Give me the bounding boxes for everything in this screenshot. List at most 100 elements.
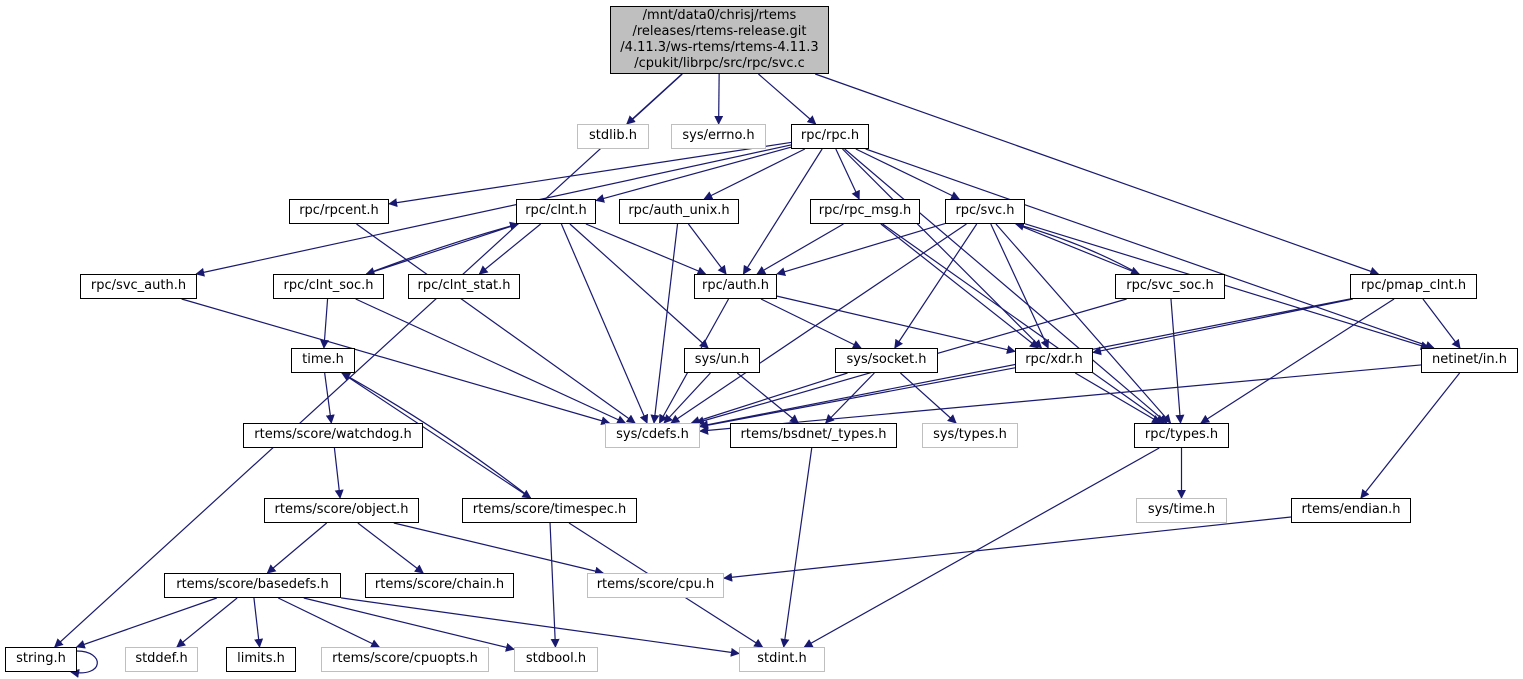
node-rpc_rpc_h[interactable]: rpc/rpc.h: [791, 124, 869, 149]
edge-rpc_rpc_h-to-rpc_svc_auth_h: [195, 144, 792, 277]
node-rpc_types_h[interactable]: rpc/types.h: [1134, 423, 1229, 448]
node-rpc_pmap_clnt_h[interactable]: rpc/pmap_clnt.h: [1350, 274, 1477, 299]
edge-rpc_xdr_h-to-sys_cdefs_h: [699, 367, 1016, 430]
node-rpc_clnt_h[interactable]: rpc/clnt.h: [516, 199, 596, 224]
node-rpc_rpcent_h[interactable]: rpc/rpcent.h: [289, 199, 389, 224]
edge-rpc_rpc_h-to-rpc_clnt_h: [595, 146, 792, 203]
node-rpc_clnt_soc_h[interactable]: rpc/clnt_soc.h: [273, 274, 384, 299]
node-sys_types_h[interactable]: sys/types.h: [922, 423, 1018, 448]
node-rtems_score_watchdog_h[interactable]: rtems/score/watchdog.h: [243, 423, 423, 448]
edge-rtems_score_object_h-to-rtems_score_cpu_h: [393, 522, 605, 576]
edge-rpc_clnt_h-to-sys_un_h: [569, 223, 709, 349]
edge-rtems_score_basedefs_h-to-stdbool_h: [303, 597, 515, 652]
edge-rpc_rpc_msg_h-to-rpc_xdr_h: [880, 223, 1039, 349]
edge-rpc_rpc_msg_h-to-rpc_auth_h: [756, 223, 844, 275]
node-sys_errno_h[interactable]: sys/errno.h: [671, 124, 766, 149]
edge-rtems_score_timespec_h-to-stdbool_h: [549, 522, 560, 648]
node-svc_c[interactable]: /mnt/data0/chrisj/rtems /releases/rtems-…: [610, 6, 829, 74]
edge-rpc_rpc_h-to-rpc_auth_h: [742, 148, 823, 275]
node-rpc_xdr_h[interactable]: rpc/xdr.h: [1015, 348, 1093, 373]
node-rtems_score_object_h[interactable]: rtems/score/object.h: [264, 498, 419, 523]
edge-rpc_xdr_h-to-rpc_types_h: [1074, 372, 1162, 424]
edge-rpc_auth_h-to-rpc_xdr_h: [776, 295, 1016, 354]
edge-svc_c-to-sys_errno_h: [714, 73, 724, 125]
edge-rpc_rpc_h-to-rpc_types_h: [844, 148, 1168, 424]
edge-sys_socket_h-to-sys_types_h: [900, 372, 957, 424]
edge-rtems_score_basedefs_h-to-stdint_h: [340, 597, 740, 657]
edge-rtems_score_basedefs_h-to-rtems_score_cpuopts_h: [277, 597, 381, 648]
edge-rpc_svc_h-to-netinet_in_h: [1024, 223, 1430, 350]
edge-rpc_rpcent_h-to-sys_cdefs_h: [356, 223, 636, 424]
node-sys_un_h[interactable]: sys/un.h: [684, 348, 760, 373]
node-netinet_in_h[interactable]: netinet/in.h: [1421, 348, 1518, 373]
node-rpc_clnt_stat_h[interactable]: rpc/clnt_stat.h: [408, 274, 520, 299]
node-stdbool_h[interactable]: stdbool.h: [514, 647, 598, 672]
edge-rpc_svc_h-to-sys_cdefs_h: [670, 223, 967, 424]
node-limits_h[interactable]: limits.h: [226, 647, 296, 672]
root-line: /cpukit/librpc/src/rpc/svc.c: [634, 56, 805, 72]
node-rpc_svc_auth_h[interactable]: rpc/svc_auth.h: [80, 274, 197, 299]
node-sys_time_h[interactable]: sys/time.h: [1136, 498, 1227, 523]
edge-rpc_rpc_msg_h-to-rpc_types_h: [882, 223, 1165, 424]
edge-rpc_rpc_h-to-rpc_svc_h: [855, 148, 960, 200]
node-rtems_score_basedefs_h[interactable]: rtems/score/basedefs.h: [164, 573, 341, 598]
edge-svc_c-to-stdlib_h: [626, 73, 683, 125]
node-stddef_h[interactable]: stddef.h: [125, 647, 198, 672]
node-string_h[interactable]: string.h: [5, 647, 77, 672]
edge-rtems_score_object_h-to-rtems_score_chain_h: [357, 522, 424, 574]
edge-rpc_pmap_clnt_h-to-rpc_xdr_h: [1092, 298, 1353, 356]
node-rtems_score_chain_h[interactable]: rtems/score/chain.h: [365, 573, 514, 598]
edge-rtems_score_watchdog_h-to-rtems_score_object_h: [333, 447, 344, 499]
edge-rpc_clnt_h-to-rpc_auth_h: [585, 223, 707, 276]
node-stdint_h[interactable]: stdint.h: [739, 647, 825, 672]
edge-rpc_svc_soc_h-to-rpc_svc_h: [1014, 221, 1140, 275]
edge-rpc_auth_unix_h-to-sys_cdefs_h: [650, 223, 679, 424]
edge-sys_socket_h-to-sys_cdefs_h: [690, 372, 848, 425]
edge-rpc_clnt_soc_h-to-time_h: [320, 298, 330, 349]
edge-rpc_auth_h-to-sys_socket_h: [760, 298, 862, 349]
edge-rpc_rpc_h-to-rpc_rpcent_h: [388, 141, 792, 208]
edge-rtems_score_timespec_h-to-time_h: [341, 372, 531, 499]
edge-rpc_rpc_h-to-rpc_auth_unix_h: [703, 148, 806, 200]
edge-rpc_svc_h-to-rpc_types_h: [995, 223, 1172, 424]
edge-time_h-to-rtems_score_timespec_h: [341, 372, 532, 499]
node-rtems_bsdnet_types_h[interactable]: rtems/bsdnet/_types.h: [730, 423, 897, 448]
node-rpc_rpc_msg_h[interactable]: rpc/rpc_msg.h: [810, 199, 920, 224]
root-line: /mnt/data0/chrisj/rtems: [642, 7, 797, 23]
edge-rpc_clnt_soc_h-to-sys_cdefs_h: [355, 298, 627, 424]
node-rtems_endian_h[interactable]: rtems/endian.h: [1291, 498, 1411, 523]
node-time_h[interactable]: time.h: [291, 348, 355, 373]
node-rpc_svc_soc_h[interactable]: rpc/svc_soc.h: [1115, 274, 1225, 299]
edge-rpc_svc_soc_h-to-rpc_types_h: [1170, 298, 1185, 424]
edge-rtems_endian_h-to-rtems_score_cpu_h: [723, 516, 1292, 582]
edge-rpc_svc_h-to-rpc_svc_soc_h: [1015, 223, 1141, 276]
edge-rpc_clnt_h-to-sys_cdefs_h: [560, 223, 649, 424]
edge-rpc_pmap_clnt_h-to-netinet_in_h: [1422, 298, 1461, 349]
edge-rtems_score_basedefs_h-to-string_h: [75, 597, 217, 649]
node-rpc_auth_h[interactable]: rpc/auth.h: [694, 274, 777, 299]
root-line: /4.11.3/ws-rtems/rtems-4.11.3: [620, 40, 819, 55]
edge-rpc_types_h-to-stdint_h: [803, 447, 1160, 648]
node-rtems_score_timespec_h[interactable]: rtems/score/timespec.h: [462, 498, 637, 523]
edge-time_h-to-rtems_score_watchdog_h: [324, 372, 335, 424]
edge-rpc_clnt_h-to-rpc_clnt_soc_h: [365, 223, 519, 276]
edge-string_h-to-string_h: [70, 650, 98, 678]
edge-rpc_clnt_h-to-rpc_clnt_stat_h: [478, 223, 542, 275]
edge-netinet_in_h-to-rtems_endian_h: [1360, 372, 1461, 499]
node-rtems_score_cpu_h[interactable]: rtems/score/cpu.h: [587, 573, 724, 598]
node-stdlib_h[interactable]: stdlib.h: [577, 124, 649, 149]
edge-rpc_svc_h-to-rpc_auth_h: [776, 222, 946, 277]
node-rpc_auth_unix_h[interactable]: rpc/auth_unix.h: [619, 199, 739, 224]
edge-rtems_score_basedefs_h-to-limits_h: [253, 597, 264, 648]
edge-rpc_svc_auth_h-to-sys_cdefs_h: [181, 298, 611, 426]
node-sys_cdefs_h[interactable]: sys/cdefs.h: [605, 423, 700, 448]
edge-rpc_rpc_h-to-netinet_in_h: [865, 148, 1435, 350]
node-sys_socket_h[interactable]: sys/socket.h: [835, 348, 938, 373]
edge-rpc_rpc_h-to-rpc_xdr_h: [842, 148, 1043, 349]
node-rtems_score_cpuopts_h[interactable]: rtems/score/cpuopts.h: [321, 647, 489, 672]
node-rpc_svc_h[interactable]: rpc/svc.h: [945, 199, 1025, 224]
edge-rtems_bsdnet_types_h-to-stdint_h: [780, 447, 813, 648]
edge-sys_un_h-to-sys_cdefs_h: [663, 372, 711, 424]
